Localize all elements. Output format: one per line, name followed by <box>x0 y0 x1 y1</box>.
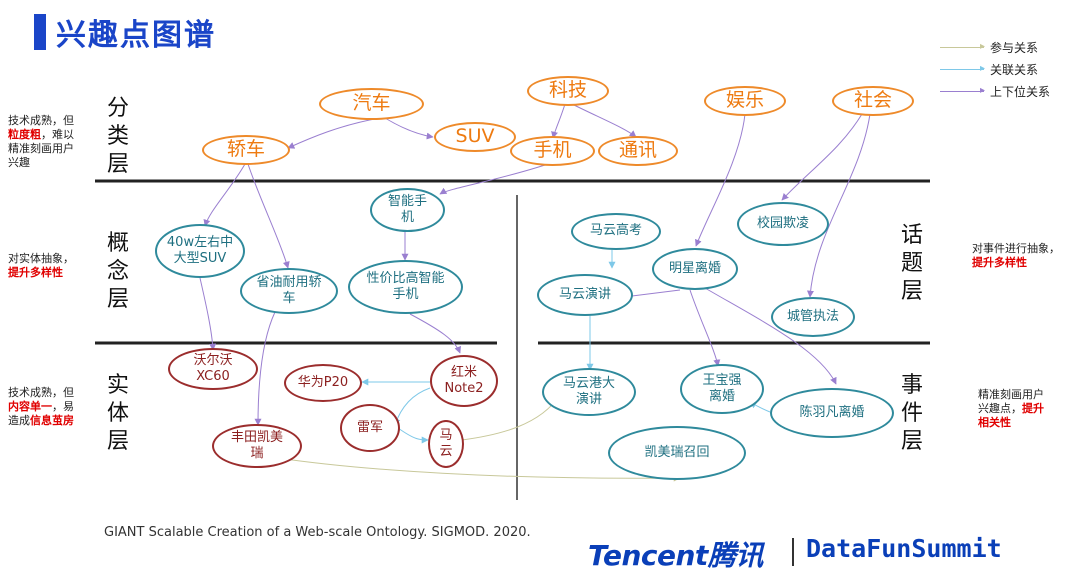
legend-item-participate: ▸ 参与关系 <box>940 36 1080 58</box>
layer-label-event: 事件层 <box>900 373 923 454</box>
edge-keji-shouji <box>551 103 566 139</box>
citation: GIANT Scalable Creation of a Web-scale O… <box>104 525 531 540</box>
note-topic: 对事件进行抽象， 提升多样性 <box>972 242 1060 269</box>
node-chengguan[interactable]: 城管执法 <box>771 297 855 337</box>
node-suv[interactable]: SUV <box>434 122 516 152</box>
note-concept: 对实体抽象， 提升多样性 <box>8 252 74 279</box>
node-kaimeirui[interactable]: 凯美瑞召回 <box>608 426 746 480</box>
node-mingxing[interactable]: 明星离婚 <box>652 248 738 290</box>
datafun-logo: DataFunSummit <box>806 534 1002 563</box>
tencent-logo: Tencent腾讯 <box>588 539 763 572</box>
legend-item-related: ▸ 关联关系 <box>940 58 1080 80</box>
edge-fengtian-kaimeirui <box>277 457 681 482</box>
node-yule[interactable]: 娱乐 <box>704 86 786 116</box>
legend-item-hierarchy: ▸ 上下位关系 <box>940 80 1080 102</box>
note-event: 精准刻画用户 兴趣点，提升 相关性 <box>978 388 1044 429</box>
edge-hongmi-leijun <box>393 387 431 426</box>
layer-label-category: 分类层 <box>106 96 129 177</box>
node-40w-suv[interactable]: 40w左右中大型SUV <box>155 224 245 278</box>
node-leijun[interactable]: 雷军 <box>340 404 400 452</box>
edge-yule-mingxing <box>695 113 746 247</box>
edge-shouji-zhineng <box>439 163 549 195</box>
node-xingjia[interactable]: 性价比高智能手机 <box>348 260 463 314</box>
layer-label-topic: 话题层 <box>900 223 923 304</box>
node-qiche[interactable]: 汽车 <box>319 88 424 120</box>
edge-jiaoche-naiyong <box>247 163 290 269</box>
edge-leijun-mayun <box>397 427 429 444</box>
node-mayun-gaokao[interactable]: 马云高考 <box>571 213 661 250</box>
edge-dasuv-woerwo <box>199 277 217 351</box>
node-wangbaoqiang[interactable]: 王宝强离婚 <box>680 364 764 414</box>
node-tongxun[interactable]: 通讯 <box>598 136 678 166</box>
node-fengtian[interactable]: 丰田凯美瑞 <box>212 424 302 468</box>
node-shehui[interactable]: 社会 <box>832 86 914 116</box>
edge-jiaoche-dasuv <box>203 163 246 227</box>
brand-divider <box>792 538 794 566</box>
node-shouji[interactable]: 手机 <box>510 136 595 166</box>
node-jiaoche[interactable]: 轿车 <box>202 135 290 165</box>
node-keji[interactable]: 科技 <box>527 76 609 106</box>
node-chenyufan[interactable]: 陈羽凡离婚 <box>770 388 894 438</box>
edge-mingxing-wangbaoqiang <box>689 289 721 367</box>
edge-qiche-suv <box>384 117 434 140</box>
edge-keji-tongxun <box>571 103 637 138</box>
node-mayun-yanjiang[interactable]: 马云演讲 <box>537 274 633 316</box>
node-gangda[interactable]: 马云港大演讲 <box>542 368 636 416</box>
edge-mingxing-chenyufan <box>704 287 837 385</box>
note-entity: 技术成熟，但 内容单一，易 造成信息茧房 <box>8 386 74 427</box>
edge-naiyong-fengtian <box>254 311 276 426</box>
node-huawei[interactable]: 华为P20 <box>284 364 362 402</box>
legend: ▸ 参与关系 ▸ 关联关系 ▸ 上下位关系 <box>940 36 1080 102</box>
node-xiaoyuan[interactable]: 校园欺凌 <box>737 202 829 246</box>
title-accent-bar <box>34 14 46 50</box>
node-mayun[interactable]: 马云 <box>428 420 464 468</box>
page-title: 兴趣点图谱 <box>56 18 216 53</box>
edge-shehui-chengguan <box>806 113 871 298</box>
edge-xingjia-hongmi <box>409 313 461 354</box>
note-category: 技术成熟，但 粒度粗，难以 精准刻画用户 兴趣 <box>8 114 74 169</box>
node-zhineng[interactable]: 智能手机 <box>370 188 445 232</box>
node-naiyong[interactable]: 省油耐用轿车 <box>240 268 338 314</box>
layer-label-concept: 概念层 <box>106 231 129 312</box>
edge-qiche-jiaoche <box>287 117 381 149</box>
edge-shehui-xiaoyuan <box>781 113 863 201</box>
layer-label-entity: 实体层 <box>106 373 129 454</box>
